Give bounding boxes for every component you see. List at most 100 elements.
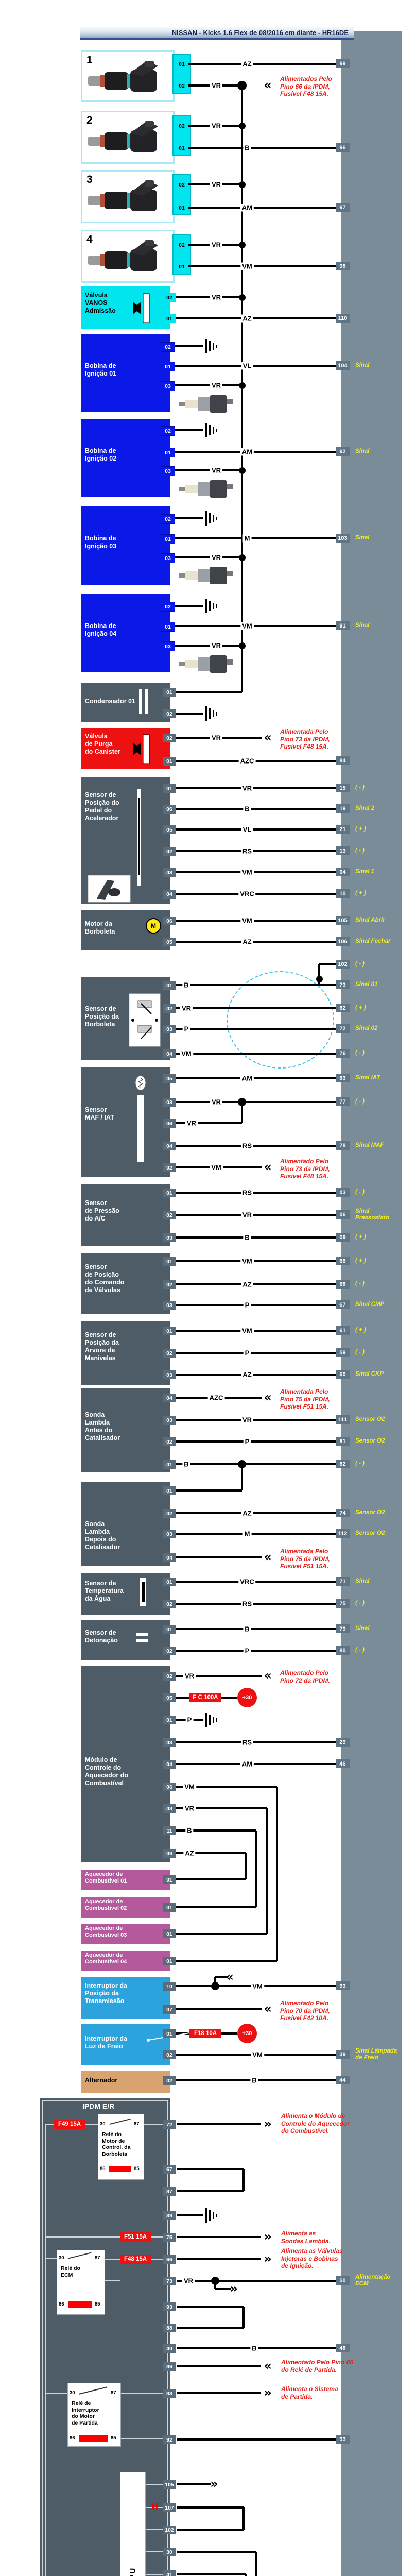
- pin-chip: 02: [163, 1600, 176, 1608]
- wire-color-label: VR: [210, 180, 223, 189]
- power-note: Alimenta o Sistema de Partida.: [281, 2385, 338, 2400]
- pin-chip: 03: [161, 381, 175, 391]
- wire: [176, 1101, 336, 1103]
- component-label: Condensador 01: [85, 698, 135, 705]
- wire-color-label: B: [250, 2076, 258, 2084]
- wire: [174, 384, 242, 386]
- component-label: Aquecedor de Combustível 02: [85, 1899, 127, 1911]
- arrow-in-icon: «: [264, 78, 272, 93]
- relay-coil: [68, 2301, 92, 2308]
- pin-chip: 09: [163, 1849, 176, 1858]
- ecm-pin: 48: [336, 2344, 350, 2352]
- wire-vertical: [318, 964, 320, 985]
- cap-icon: [137, 687, 150, 716]
- ecm-pin-label: Sinal 1: [355, 869, 375, 875]
- plus30-battery: +30: [237, 2024, 257, 2043]
- internal-wire: [120, 2438, 163, 2439]
- wire: [177, 2123, 261, 2125]
- pin-chip: 02: [175, 180, 188, 189]
- wire-color-label: AZC: [238, 757, 256, 765]
- wire-color-label: VR: [210, 466, 223, 474]
- wire: [177, 63, 336, 65]
- ecm-pin-label: Sinal 2: [355, 805, 375, 811]
- pedal-icon: [88, 875, 131, 903]
- wire-color-label: VM: [240, 917, 254, 925]
- pin-chip: 02: [163, 2076, 176, 2085]
- wire-color-label: VR: [180, 1004, 193, 1012]
- ecm-pin-label: Sinal 02: [355, 1025, 378, 1031]
- component-label: Válvula VANOS Admissão: [85, 292, 116, 314]
- component-sensor-detonacao: Sensor de Detonação: [81, 1620, 170, 1660]
- relay-pin-87: 87: [111, 2390, 116, 2396]
- relay-coil: [79, 2435, 108, 2442]
- ecm-pin-label: Sinal Fechar: [355, 938, 391, 944]
- component-label: Sensor de Posição da Árvore de Manivelas: [85, 1331, 119, 1362]
- wire-color-label: P: [243, 1437, 251, 1446]
- wire-color-label: VM: [180, 1049, 193, 1058]
- fuse-label: F18 10A: [189, 2029, 221, 2038]
- wire: [177, 2306, 244, 2308]
- power-note: Alimentado Pelo Pino 70 da IPDM, Fusível…: [280, 1999, 330, 2022]
- pin-chip: 86: [163, 2362, 176, 2371]
- pin-chip: 04: [163, 1553, 176, 1562]
- wire: [176, 1122, 242, 1124]
- wire: [221, 2032, 237, 2035]
- wire: [176, 2032, 189, 2035]
- wire-color-label: P: [185, 1716, 194, 1724]
- junction-dot: [238, 467, 246, 474]
- wire: [177, 2551, 256, 2553]
- pin-chip: 01: [163, 1486, 176, 1495]
- ecm-pin: 19: [336, 804, 350, 813]
- ecm-pin: 66: [336, 1257, 350, 1265]
- arrow-out-icon: »: [264, 2229, 272, 2244]
- junction-dot: [316, 975, 323, 982]
- wire-color-label: AZ: [183, 1849, 196, 1857]
- wire: [319, 963, 336, 965]
- wire-color-label: VR: [185, 1119, 198, 1127]
- wire: [176, 1007, 336, 1009]
- component-label: Sensor de Detonação: [85, 1629, 118, 1644]
- wire: [176, 1419, 336, 1421]
- wire-color-label: VR: [183, 1804, 196, 1812]
- component-aquecedor-combustivel-03: Aquecedor de Combustível 03: [81, 1924, 170, 1944]
- wire: [176, 1145, 336, 1147]
- pin-chip: 92: [163, 2435, 176, 2444]
- component-bobina-ignicao-01: Bobina de Ignição 01: [81, 334, 170, 412]
- component-modulo-aquecedor-combustivel: Módulo de Controle do Aquecedor do Combu…: [81, 1666, 170, 1862]
- wire: [174, 537, 336, 539]
- ecm-pin: 71: [336, 1577, 350, 1586]
- ecm-pin-label: Sinal 01: [355, 981, 378, 988]
- fuse-label: F C 100A: [189, 1693, 221, 1702]
- component-label: Bobina de Ignição 04: [85, 622, 117, 637]
- pin-chip: 02: [163, 1349, 176, 1358]
- wire-color-label: VM: [240, 622, 254, 630]
- wire-color-label: B: [243, 144, 251, 152]
- knock-icon: [135, 1623, 149, 1653]
- relay-name: Relé do ECM: [61, 2265, 80, 2278]
- wire: [177, 2280, 336, 2282]
- pin-chip: 05: [163, 1074, 176, 1083]
- arrow-in-icon: «: [264, 1390, 272, 1405]
- pin-chip: 11: [163, 1826, 176, 1835]
- pin-chip: 02: [161, 426, 175, 436]
- pin-chip: 04: [163, 1142, 176, 1150]
- internal-wire: [104, 2259, 120, 2260]
- component-sensor-pressao-ac: Sensor de Pressão do A/C: [81, 1184, 170, 1246]
- wire-color-label: AZ: [241, 314, 253, 323]
- wire-color-label: VR: [210, 122, 223, 130]
- pin-chip: 02: [163, 1647, 176, 1655]
- ecm-pin: 76: [336, 1049, 350, 1058]
- wire: [176, 1304, 336, 1306]
- pin-chip: 02: [163, 1211, 176, 1219]
- wire: [176, 787, 336, 789]
- ecm-pin-label: ( - ): [355, 1281, 365, 1287]
- wire: [177, 2483, 211, 2485]
- injector-number: 3: [86, 174, 93, 185]
- shield-ellipse: [227, 971, 334, 1069]
- internal-wire: [104, 2280, 120, 2281]
- plus30-battery: +30: [237, 1688, 257, 1707]
- component-label: Sonda Lambda Antes do Catalisador: [85, 1411, 120, 1442]
- wire: [174, 517, 203, 519]
- component-sensor-temperatura-agua: Sensor de Temperatura da Água: [81, 1573, 170, 1615]
- wire-color-label: RS: [240, 1600, 254, 1608]
